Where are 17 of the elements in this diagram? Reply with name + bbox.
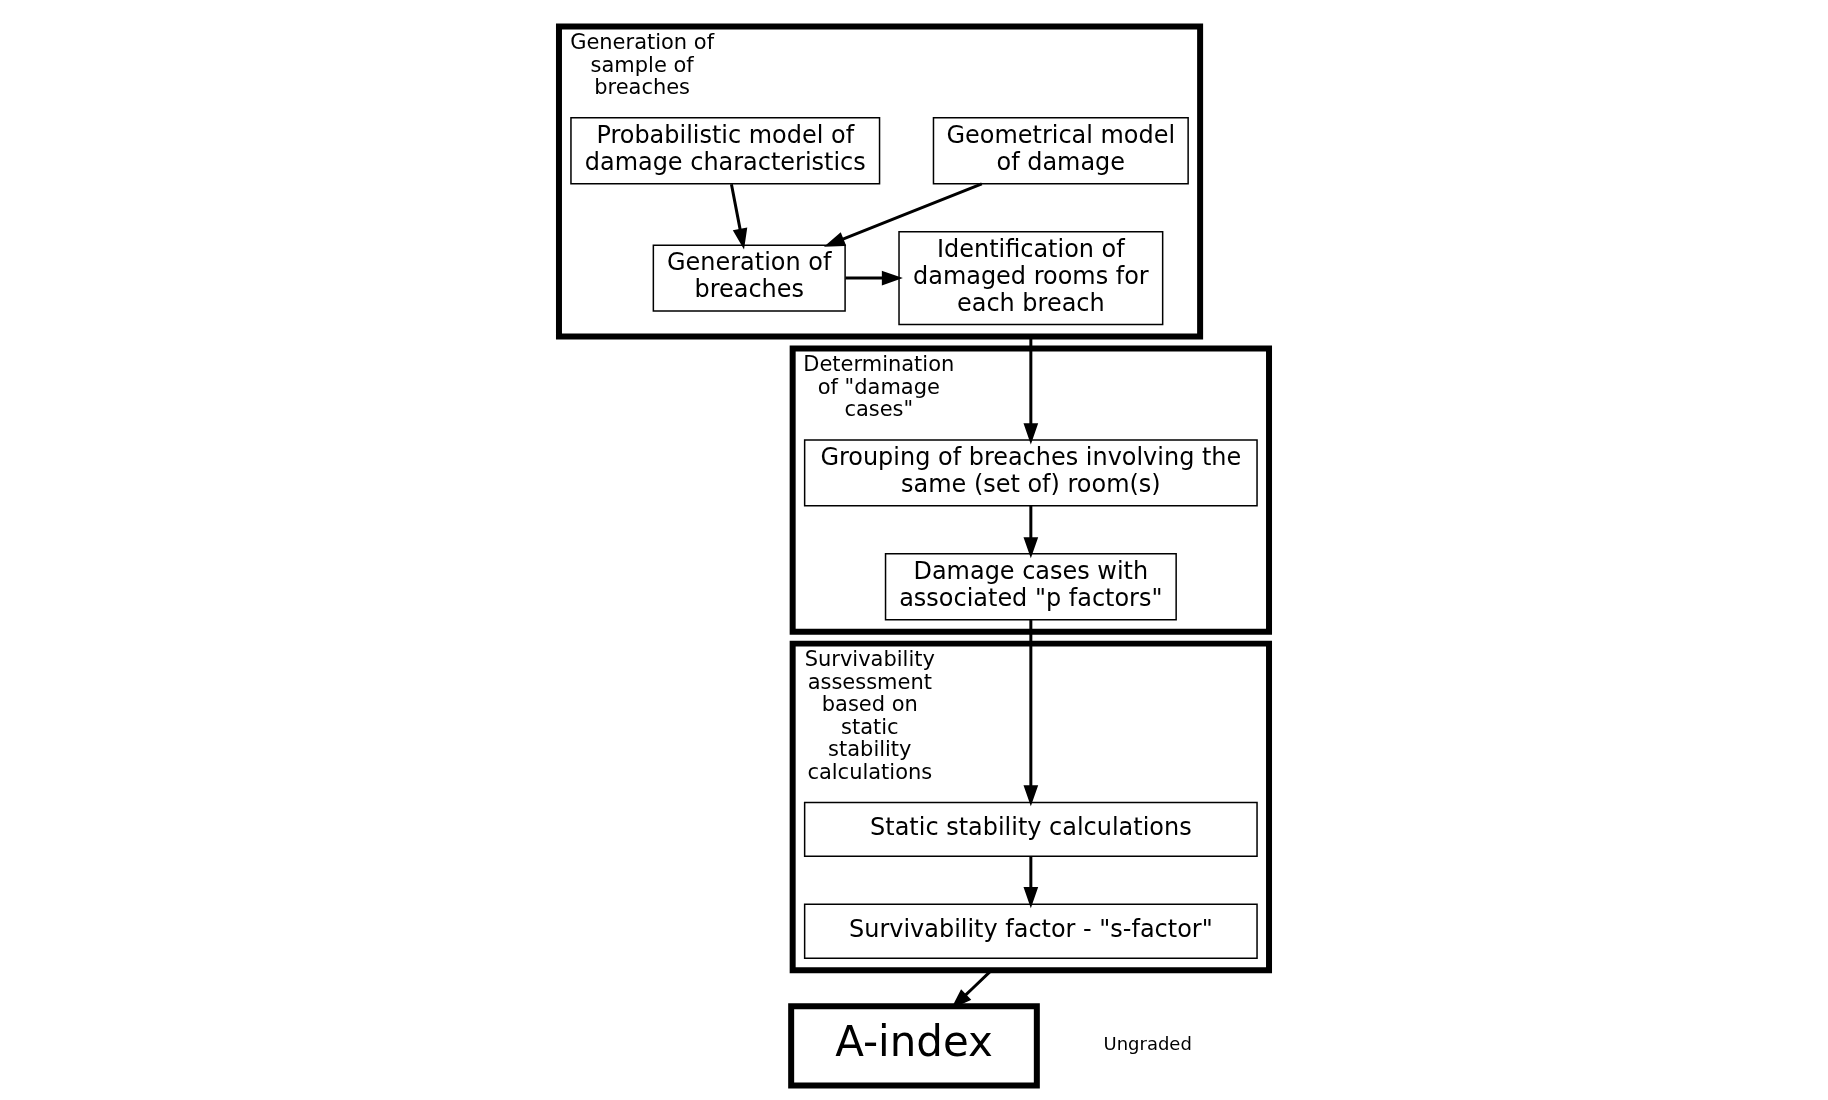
node-box: Geometrical model of damage [932, 117, 1189, 185]
node-box: Generation of breaches [652, 244, 846, 312]
arrow [823, 182, 983, 247]
node-box: Damage cases with associated "p factors" [884, 553, 1177, 621]
node-box: Grouping of breaches involving the same (set of) room(s) [803, 439, 1258, 507]
arrow [729, 184, 748, 250]
arrow [1023, 505, 1039, 559]
label: Ungraded [1103, 1033, 1192, 1055]
node-box: A-index [788, 1003, 1040, 1089]
arrow [845, 270, 903, 286]
node-box: Survivability factor - "s-factor" [803, 903, 1258, 959]
node-box: Probabilistic model of damage characteristics [570, 117, 881, 185]
node-box: Identification of damaged rooms for each breach [898, 230, 1164, 326]
arrow [1023, 336, 1039, 445]
arrow [1023, 620, 1039, 807]
node-box: Static stability calculations [803, 801, 1258, 858]
arrow [1023, 856, 1039, 909]
